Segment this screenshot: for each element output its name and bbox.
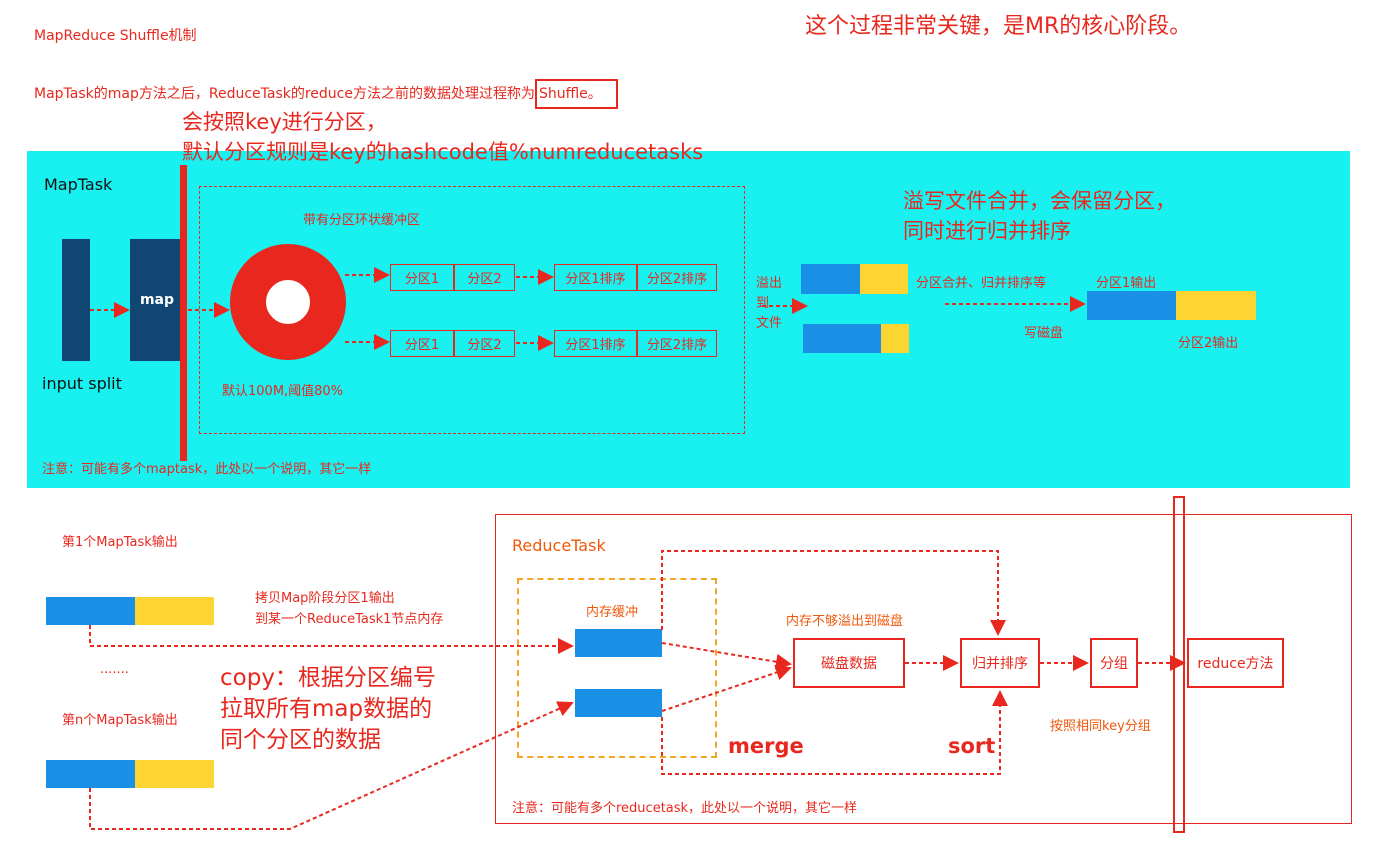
row2-sorted-1-label: 分区1排序 [565, 338, 626, 353]
merge-label-big: merge [728, 734, 804, 758]
row2-sorted-1: 分区1排序 [554, 330, 637, 357]
partition-note: 会按照key进行分区， 默认分区规则是key的hashcode值%numredu… [182, 107, 703, 167]
memory-block-1 [575, 629, 662, 657]
group-box: 分组 [1090, 638, 1138, 688]
group-label: 分组 [1100, 656, 1128, 672]
shuffle-highlight: Shuffle。 [535, 79, 618, 109]
spill-file-1-part2 [860, 264, 908, 294]
row1-sorted-1-label: 分区1排序 [565, 272, 626, 287]
definition-text: MapTask的map方法之后，ReduceTask的reduce方法之前的数据… [34, 79, 618, 109]
merge-sort-label: 归并排序 [972, 656, 1028, 672]
copy-big-line3: 同个分区的数据 [220, 727, 381, 753]
row1-sorted-2-label: 分区2排序 [646, 272, 708, 287]
memory-buffer-label: 内存缓冲 [586, 605, 639, 620]
row1-partition-2-label: 分区2 [467, 272, 502, 287]
reducetask-note: 注意：可能有多个reducetask，此处以一个说明，其它一样 [512, 801, 858, 816]
sort-label-big: sort [948, 734, 996, 758]
reduce-method-label: reduce方法 [1197, 656, 1274, 672]
map-label: map [139, 292, 175, 308]
reducetask-panel [495, 514, 1352, 824]
key-note: 这个过程非常关键，是MR的核心阶段。 [805, 14, 1192, 39]
copy-big-line1: copy：根据分区编号 [220, 665, 436, 691]
row2-sorted-2-label: 分区2排序 [646, 338, 708, 353]
arrow-mem2-merge [661, 664, 792, 712]
row2-partition-2-label: 分区2 [467, 338, 502, 353]
definition-prefix: MapTask的map方法之后，ReduceTask的reduce方法之前的数据… [34, 86, 535, 102]
first-output-part1 [46, 597, 135, 625]
memory-buffer-area [517, 578, 717, 758]
arrow-mem1-merge [661, 642, 792, 670]
spill-file-2-part1 [803, 324, 881, 353]
merge-note-line2: 同时进行归并排序 [903, 219, 1071, 243]
ring-buffer-area [199, 186, 745, 434]
spill-file-2-part2 [881, 324, 909, 353]
merged-output-part1 [1087, 291, 1176, 320]
ellipsis: ....... [100, 662, 129, 677]
copy-note-line2: 到某一个ReduceTask1节点内存 [255, 612, 444, 627]
arrow-copy-first [89, 625, 574, 654]
spill-file-1-part1 [801, 264, 860, 294]
row1-sorted-2: 分区2排序 [637, 264, 717, 291]
disk-data-label: 磁盘数据 [821, 656, 877, 672]
row1-partition-1: 分区1 [390, 264, 454, 291]
merge-note: 溢写文件合并，会保留分区， 同时进行归并排序 [903, 186, 1176, 246]
copy-note-line1: 拷贝Map阶段分区1输出 [255, 591, 395, 606]
arrow-copy-nth [89, 701, 574, 830]
ring-buffer-title: 带有分区环状缓冲区 [303, 213, 421, 228]
spill-label: 溢出 到 文件 [756, 276, 783, 331]
copy-big-line2: 拉取所有map数据的 [220, 696, 433, 722]
nth-output-part2 [135, 760, 214, 788]
row1-partition-1-label: 分区1 [404, 272, 440, 287]
first-maptask-output-label: 第1个MapTask输出 [62, 535, 178, 550]
merge-label: 分区合并、归并排序等 [916, 276, 1047, 291]
overflow-label: 内存不够溢出到磁盘 [786, 614, 904, 629]
row2-partition-2: 分区2 [454, 330, 515, 357]
row1-partition-2: 分区2 [454, 264, 515, 291]
nth-maptask-output-label: 第n个MapTask输出 [62, 713, 178, 728]
merged-output-part2 [1176, 291, 1256, 320]
merge-sort-box: 归并排序 [960, 638, 1040, 688]
maptask-note: 注意：可能有多个maptask，此处以一个说明，其它一样 [42, 462, 372, 477]
input-split-label: input split [42, 374, 122, 393]
reducetask-title: ReduceTask [512, 536, 606, 555]
row2-partition-1-label: 分区1 [404, 338, 440, 353]
disk-data-box: 磁盘数据 [793, 638, 905, 688]
row2-sorted-2: 分区2排序 [637, 330, 717, 357]
arrow-top-bypass [661, 550, 1006, 636]
input-split-block [62, 239, 90, 361]
map-block: map [130, 239, 180, 361]
memory-block-2 [575, 689, 662, 717]
first-output-part2 [135, 597, 214, 625]
output1-label: 分区1输出 [1096, 276, 1157, 291]
write-disk-label: 写磁盘 [1024, 326, 1064, 341]
merge-note-line1: 溢写文件合并，会保留分区， [903, 189, 1176, 213]
maptask-title: MapTask [44, 175, 113, 194]
copy-big-note: copy：根据分区编号 拉取所有map数据的 同个分区的数据 [220, 663, 436, 756]
nth-output-part1 [46, 760, 135, 788]
partition-note-line2: 默认分区规则是key的hashcode值%numreducetasks [182, 140, 704, 164]
output2-label: 分区2输出 [1178, 336, 1239, 351]
reduce-method-box: reduce方法 [1187, 638, 1284, 688]
diagram-title: MapReduce Shuffle机制 [34, 28, 197, 44]
row2-partition-1: 分区1 [390, 330, 454, 357]
ring-buffer-caption: 默认100M,阈值80% [222, 384, 344, 399]
partition-boundary-bar [180, 165, 187, 461]
group-note: 按照相同key分组 [1050, 719, 1151, 734]
copy-note: 拷贝Map阶段分区1输出 到某一个ReduceTask1节点内存 [255, 588, 443, 630]
arrow-bottom-bypass [661, 690, 1008, 775]
partition-note-line1: 会按照key进行分区， [182, 110, 387, 134]
row1-sorted-1: 分区1排序 [554, 264, 637, 291]
